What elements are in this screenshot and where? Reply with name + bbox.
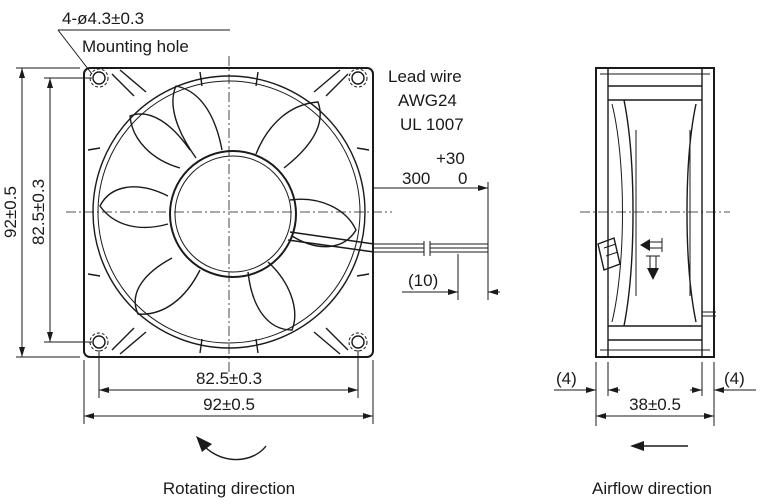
- vertical-dimensions: [16, 67, 92, 358]
- lead-wire-standard-label: UL 1007: [400, 115, 464, 134]
- frame-struts: [87, 69, 370, 355]
- rotation-arrow: [196, 436, 267, 461]
- airflow-direction-label: Airflow direction: [592, 479, 712, 498]
- depth-dimension: [596, 413, 714, 419]
- wire-tolerance-plus: +30: [436, 149, 465, 168]
- lead-wires: [374, 241, 488, 256]
- airflow-arrow: [630, 441, 688, 451]
- side-offset-dimensions: [554, 362, 756, 426]
- lead-wire-label: Lead wire: [388, 67, 462, 86]
- wire-tolerance-minus: 0: [458, 169, 467, 188]
- side-view: [580, 67, 730, 358]
- mounting-hole-top-right: [348, 68, 368, 88]
- wire-length-dimension: [374, 182, 489, 300]
- strip-length-value: (10): [408, 271, 438, 290]
- fan-frame-outline: [83, 67, 374, 358]
- hole-pitch-height-value: 82.5±0.3: [29, 179, 48, 245]
- horizontal-dimensions: [83, 350, 374, 424]
- hole-pitch-width-value: 82.5±0.3: [196, 369, 262, 388]
- support-rib: [287, 231, 375, 253]
- side-right-offset-value: (4): [724, 369, 745, 388]
- fan-hub: [169, 150, 297, 278]
- hole-callout-leader: [57, 29, 230, 75]
- lead-wire-gauge-label: AWG24: [398, 91, 457, 110]
- strip-length-dimension: [402, 254, 500, 300]
- depth-value: 38±0.5: [629, 395, 681, 414]
- mounting-hole-bottom-left: [89, 332, 109, 352]
- side-left-offset-value: (4): [556, 369, 577, 388]
- rotating-direction-label: Rotating direction: [163, 479, 295, 498]
- wire-length-value: 300: [402, 169, 430, 188]
- outer-height-value: 92±0.5: [1, 186, 20, 238]
- mounting-hole-top-left: [89, 68, 109, 88]
- hole-spec-label: 4-ø4.3±0.3: [62, 9, 144, 28]
- side-wire-exit: [597, 237, 621, 271]
- side-frame-outline: [595, 67, 715, 358]
- outer-width-value: 92±0.5: [203, 395, 255, 414]
- side-direction-marks: [640, 238, 663, 280]
- mounting-hole-bottom-right: [348, 332, 368, 352]
- mounting-hole-label: Mounting hole: [82, 37, 189, 56]
- front-view: [66, 56, 488, 372]
- fan-blades: [99, 85, 357, 331]
